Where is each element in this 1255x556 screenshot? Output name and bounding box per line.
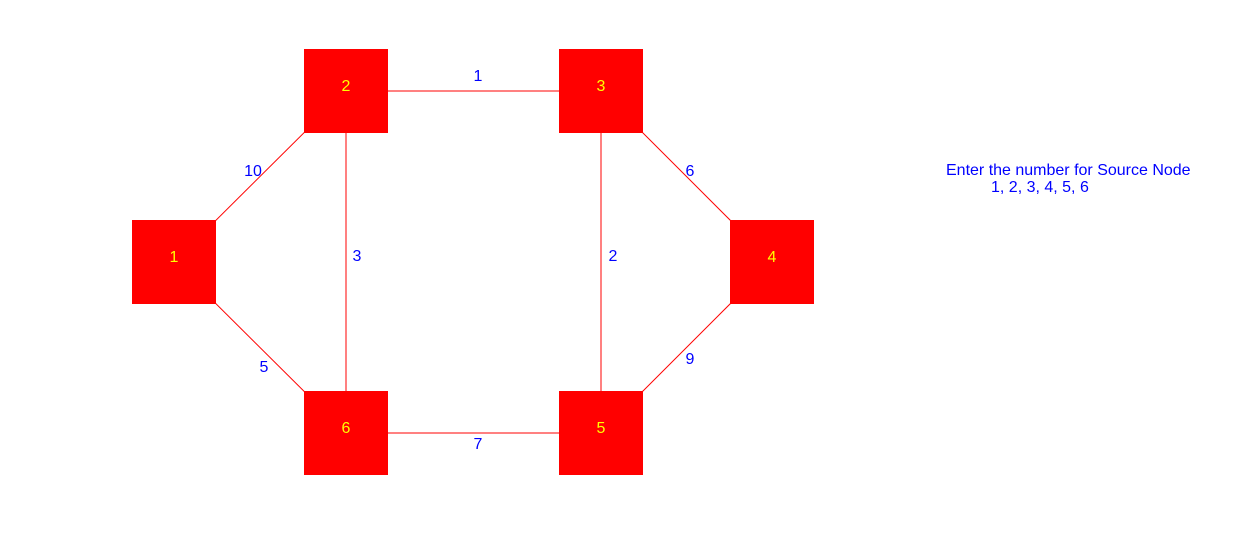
prompt-node-options: 1, 2, 3, 4, 5, 6 [991, 179, 1089, 196]
edges-layer [173, 90, 773, 434]
node-box-5[interactable] [559, 391, 643, 475]
node-box-4[interactable] [730, 220, 814, 304]
node-box-3[interactable] [559, 49, 643, 133]
node-label-5: 5 [597, 420, 606, 437]
edge-weight-1-6: 5 [260, 359, 269, 376]
node-1[interactable]: 1 [132, 220, 216, 304]
prompt-title: Enter the number for Source Node [946, 162, 1191, 179]
edge-weight-4-5: 9 [686, 351, 695, 368]
source-node-prompt: Enter the number for Source Node 1, 2, 3… [946, 162, 1191, 196]
node-label-6: 6 [342, 420, 351, 437]
node-box-1[interactable] [132, 220, 216, 304]
node-3[interactable]: 3 [559, 49, 643, 133]
node-label-4: 4 [768, 249, 777, 266]
node-label-1: 1 [170, 249, 179, 266]
edge-weight-6-5: 7 [474, 436, 483, 453]
node-4[interactable]: 4 [730, 220, 814, 304]
node-label-3: 3 [597, 78, 606, 95]
node-2[interactable]: 2 [304, 49, 388, 133]
edge-weight-2-6: 3 [353, 248, 362, 265]
edge-weights-layer: 10 1 6 3 2 5 7 9 [244, 68, 694, 453]
node-label-2: 2 [342, 78, 351, 95]
node-5[interactable]: 5 [559, 391, 643, 475]
edge-weight-3-4: 6 [686, 163, 695, 180]
node-box-6[interactable] [304, 391, 388, 475]
node-box-2[interactable] [304, 49, 388, 133]
edge-weight-2-3: 1 [474, 68, 483, 85]
edge-weight-3-5: 2 [609, 248, 618, 265]
node-6[interactable]: 6 [304, 391, 388, 475]
nodes-layer: 1 2 3 4 5 6 [132, 49, 814, 475]
edge-weight-1-2: 10 [244, 163, 262, 180]
